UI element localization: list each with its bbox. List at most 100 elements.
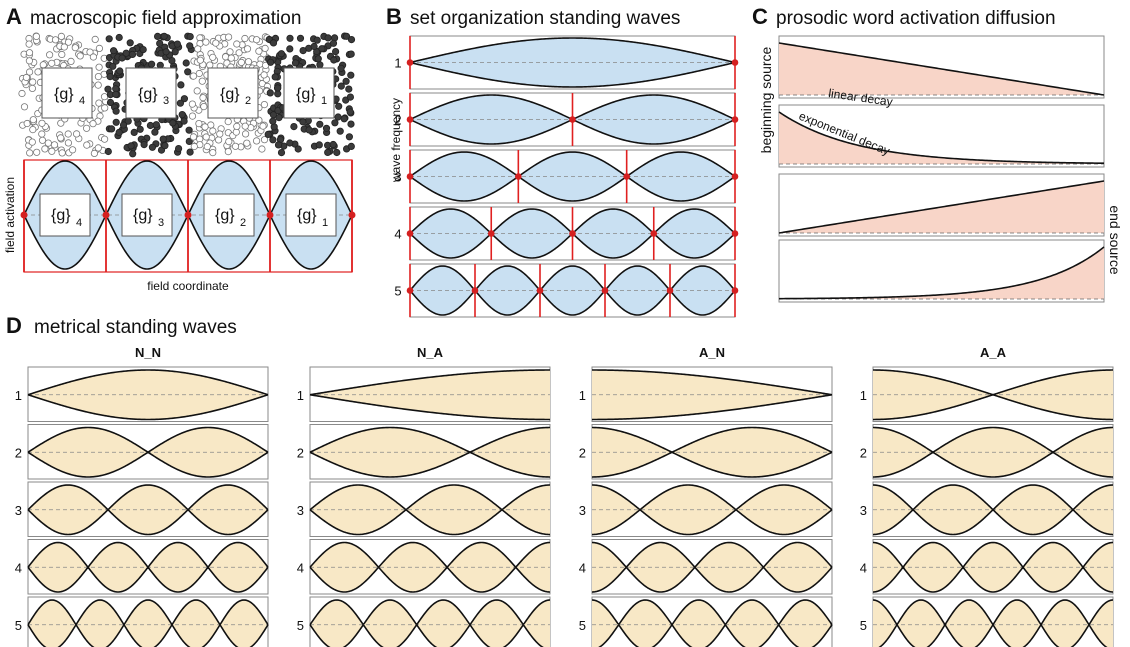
- neuron-dot: [148, 143, 156, 151]
- panel-d-wave-upper-envelope: [591, 599, 833, 627]
- neuron-dot: [94, 144, 102, 152]
- panel-d-row-label: 4: [579, 560, 586, 575]
- neuron-dot: [48, 147, 56, 155]
- neuron-dot: [258, 145, 266, 153]
- neuron-dot: [186, 32, 194, 41]
- neuron-dot: [106, 98, 115, 107]
- panel-d-row-label: 3: [297, 503, 304, 518]
- panel-d-wave-upper-envelope: [309, 484, 551, 511]
- neuron-dot: [180, 117, 188, 125]
- neuron-dot: [38, 136, 47, 144]
- panel-a-title: macroscopic field approximation: [30, 8, 301, 29]
- end-source-label: end source: [1107, 205, 1123, 274]
- panel-d-row-label: 5: [15, 618, 22, 633]
- panel-d-row: 3: [297, 481, 551, 537]
- neuron-dot: [115, 128, 123, 136]
- neuron-dot: [89, 120, 97, 128]
- panel-d-row: 4: [15, 539, 269, 595]
- panel-d-row: 2: [579, 424, 833, 480]
- neuron-dot: [342, 77, 350, 85]
- panel-d-column-title: A_N: [699, 345, 725, 360]
- neuron-dot: [44, 139, 52, 147]
- panel-b-node-dot: [731, 173, 739, 180]
- neuron-dot: [216, 130, 224, 138]
- panel-d-wave-lower-envelope: [309, 508, 551, 536]
- panel-d-wave-upper-envelope: [27, 369, 269, 396]
- panel-d-row: 5: [15, 596, 269, 647]
- panel-d-column-title: A_A: [980, 345, 1007, 360]
- neuron-dot: [38, 119, 46, 127]
- neuron-dot: [202, 38, 210, 46]
- panel-c-row: [778, 104, 1105, 168]
- neuron-dot: [32, 32, 41, 41]
- panel-d-row: 5: [579, 596, 833, 647]
- neuron-dot: [109, 62, 117, 70]
- neuron-population-cloud: [18, 32, 356, 158]
- neuron-dot: [95, 99, 103, 107]
- panel-b-node-dot: [650, 230, 658, 237]
- panel-b-node-dot: [471, 287, 479, 294]
- panel-c-row: [778, 239, 1105, 303]
- panel-b-row: 2: [394, 92, 739, 147]
- neuron-dot: [162, 48, 170, 56]
- neuron-dot: [315, 141, 323, 149]
- neuron-dot: [225, 138, 233, 146]
- neuron-dot: [104, 147, 112, 156]
- panel-a-ylabel: field activation: [3, 177, 17, 253]
- neuron-dot: [189, 133, 198, 141]
- neuron-dot: [148, 60, 156, 68]
- neuron-dot: [90, 149, 99, 157]
- neuron-dot: [342, 32, 351, 40]
- panel-d-row: 1: [579, 366, 833, 422]
- group-box-top: [125, 67, 177, 119]
- neuron-dot: [152, 121, 160, 129]
- panel-d-wave-lower-envelope: [27, 565, 269, 593]
- neuron-dot: [316, 120, 324, 128]
- neuron-dot: [186, 148, 194, 156]
- neuron-dot: [224, 148, 232, 156]
- neuron-dot: [34, 68, 42, 76]
- panel-d-row-label: 1: [579, 388, 586, 403]
- panel-d-wave-fill: [28, 600, 268, 647]
- neuron-dot: [94, 73, 103, 81]
- neuron-dot: [203, 143, 211, 151]
- panel-b-row-label: 2: [394, 113, 401, 128]
- neuron-dot: [160, 32, 168, 40]
- panel-a-node-dot: [184, 211, 192, 219]
- neuron-dot: [112, 118, 120, 126]
- panel-d-wave-lower-envelope: [592, 393, 833, 421]
- neuron-dot: [235, 49, 243, 57]
- panel-b-node-dot: [731, 116, 739, 123]
- panel-b-node-dot: [731, 287, 739, 294]
- neuron-dot: [266, 89, 274, 97]
- group-box-top: [207, 67, 259, 119]
- neuron-dot: [347, 71, 355, 79]
- panel-d-row-label: 2: [297, 445, 304, 460]
- neuron-dot: [337, 82, 345, 90]
- panel-d-row-label: 3: [860, 503, 867, 518]
- neuron-dot: [106, 73, 114, 81]
- panel-d-wave-lower-envelope: [309, 623, 544, 647]
- group-label-wave: {g}: [133, 207, 153, 224]
- panel-b-row: 3: [394, 149, 739, 204]
- neuron-dot: [29, 116, 37, 124]
- neuron-dot: [176, 99, 184, 107]
- group-box-top: [283, 67, 335, 119]
- panel-d-row: 4: [297, 539, 551, 595]
- neuron-dot: [69, 146, 77, 154]
- neuron-dot: [290, 123, 298, 131]
- neuron-dot: [140, 141, 148, 149]
- neuron-dot: [296, 34, 305, 42]
- panel-b-node-dot: [406, 116, 414, 123]
- panel-d-wave-lower-envelope: [27, 623, 269, 647]
- panel-d-wave-lower-envelope: [591, 566, 833, 593]
- neuron-dot: [202, 133, 210, 141]
- neuron-dot: [64, 139, 73, 147]
- neuron-dot: [275, 114, 283, 122]
- panel-d-row: 1: [15, 366, 269, 422]
- beginning-source-label: beginning source: [758, 46, 774, 153]
- panel-d-row-label: 3: [15, 503, 22, 518]
- panel-d-row-label: 2: [579, 445, 586, 460]
